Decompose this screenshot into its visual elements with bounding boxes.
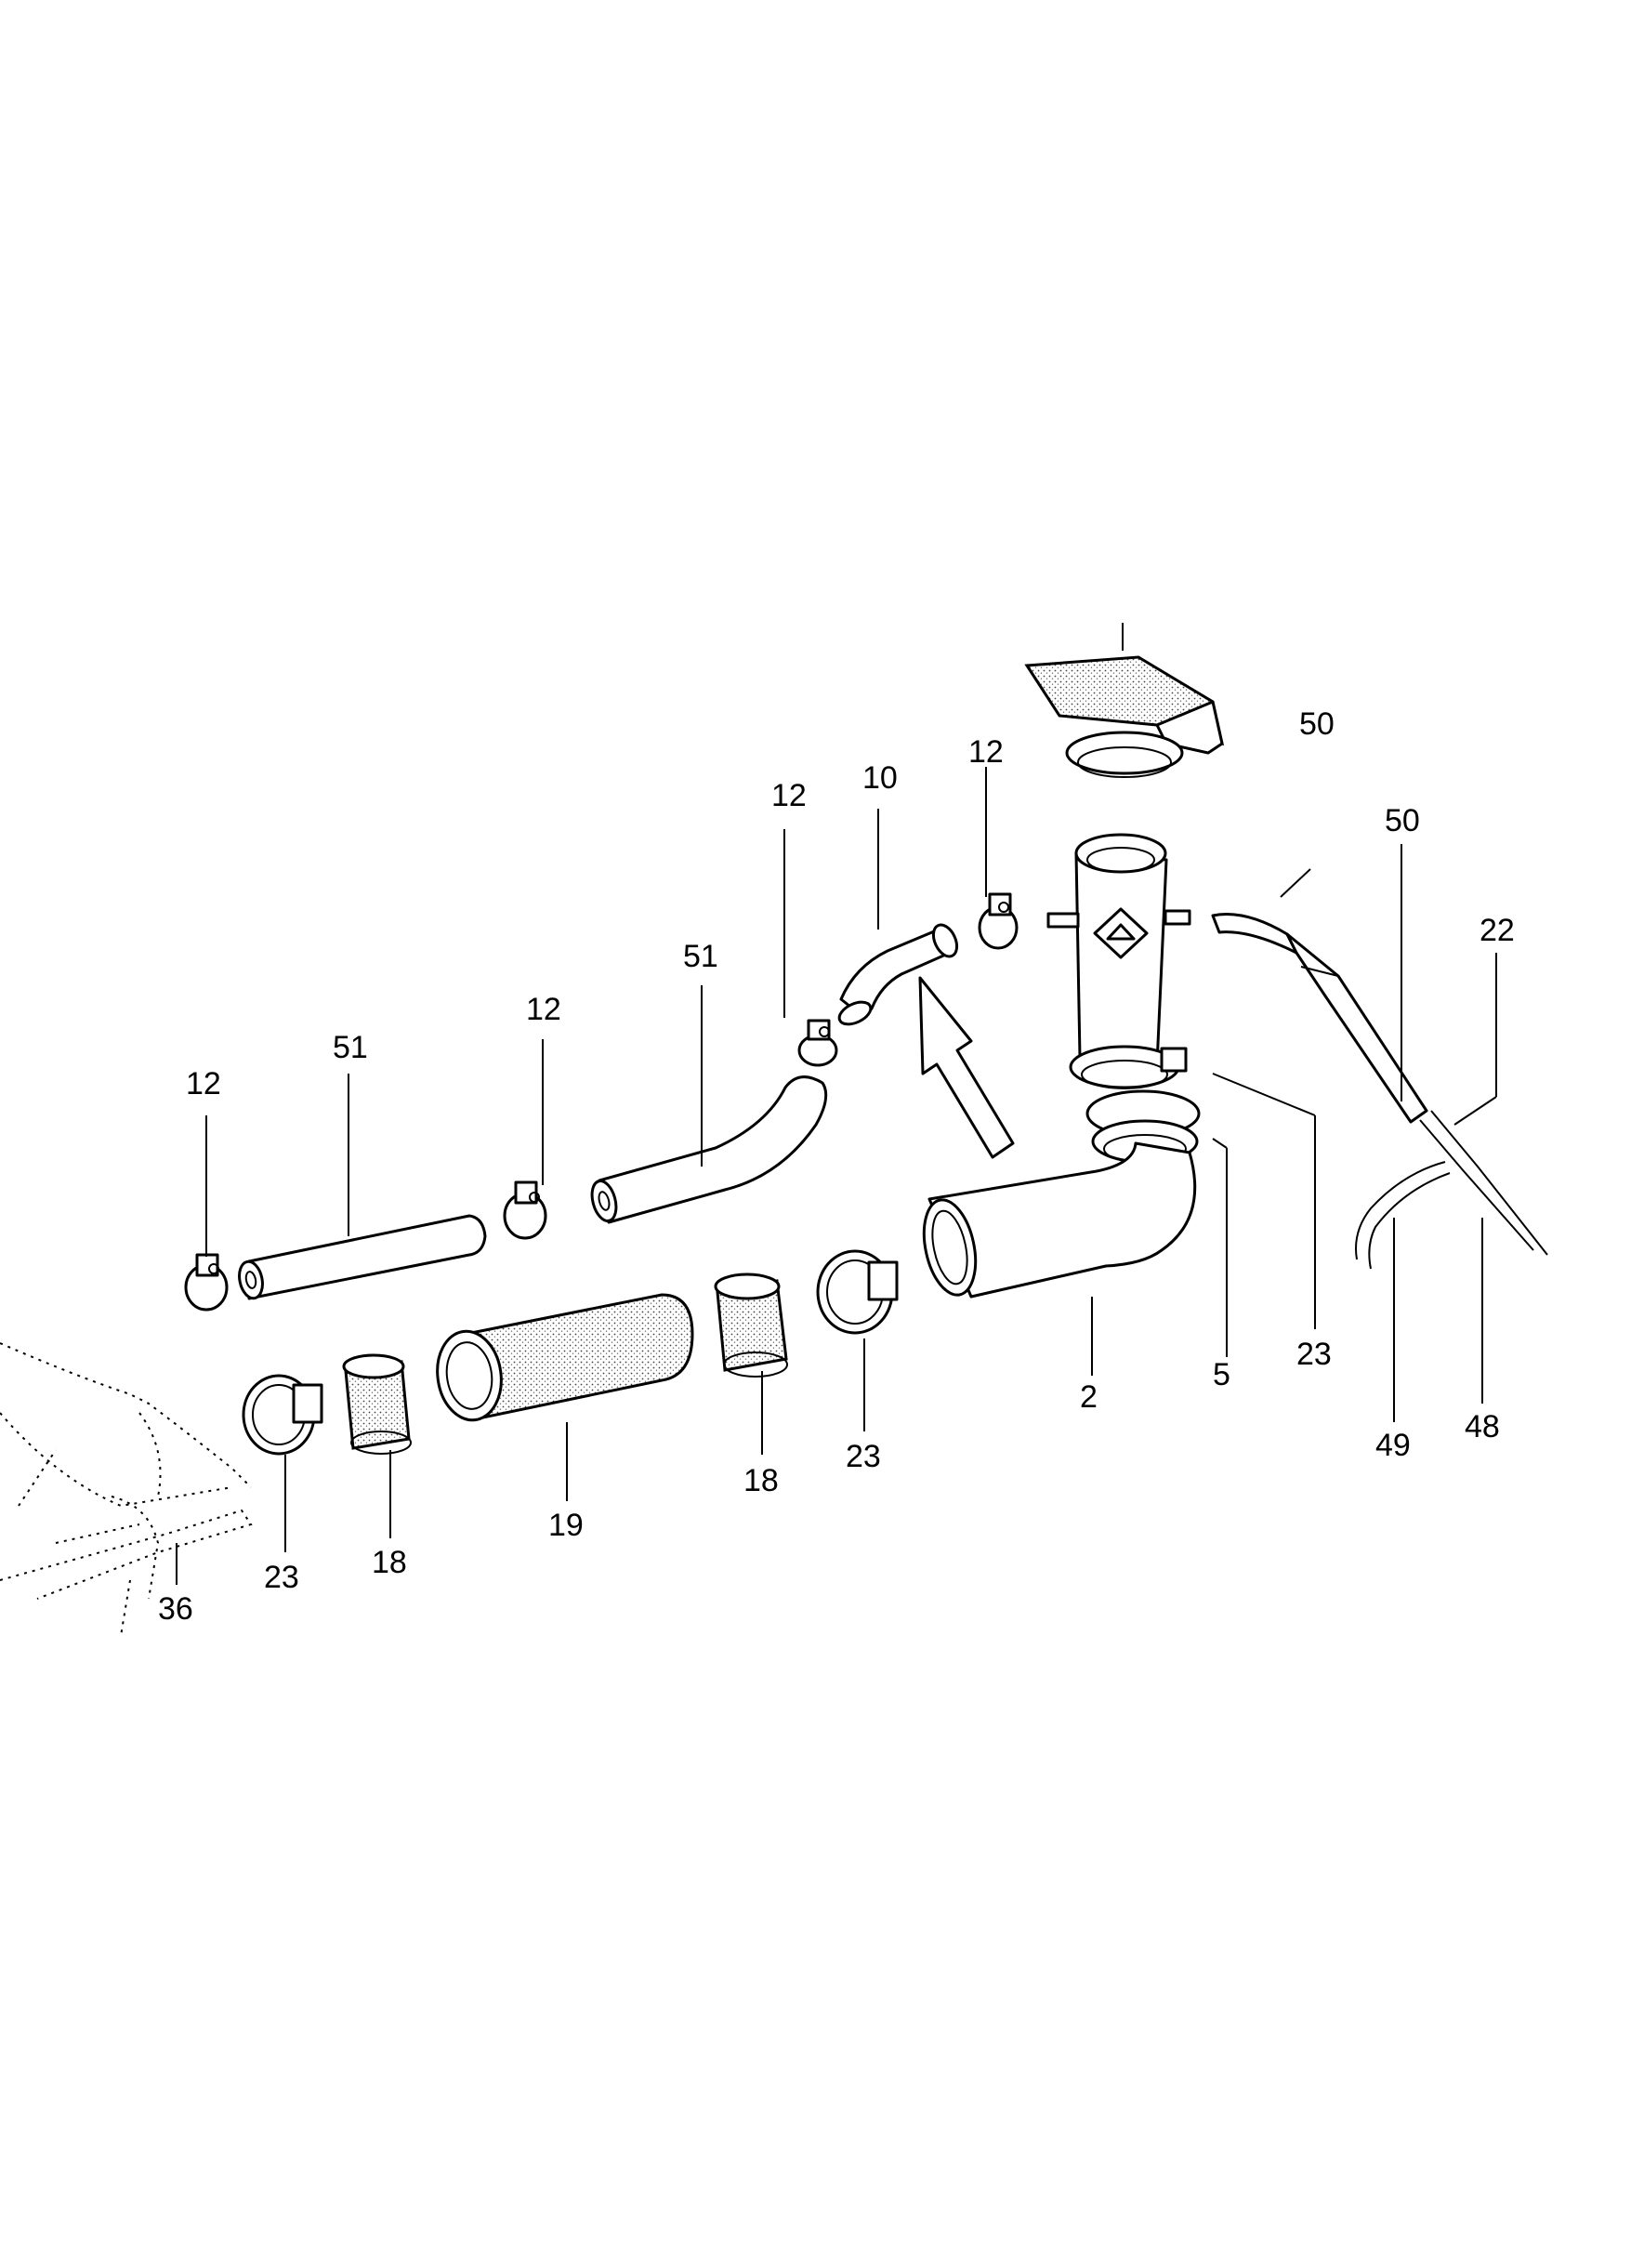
callout-12: 12 (526, 992, 561, 1027)
hose-clamps (242, 1249, 899, 1456)
callout-48: 48 (1465, 1409, 1500, 1444)
filler-cap (1024, 623, 1225, 778)
callout-50: 50 (1299, 706, 1335, 742)
callout-51: 51 (333, 1030, 368, 1065)
small-clamps (184, 892, 1019, 1312)
callout-2: 2 (1080, 1379, 1098, 1415)
sleeves (342, 1272, 788, 1455)
leader-lines (176, 767, 1483, 1585)
large-hose (436, 1293, 694, 1422)
callout-23: 23 (264, 1560, 299, 1595)
callout-36: 36 (158, 1591, 193, 1627)
filler-pipe (922, 1141, 1197, 1299)
breather-hoses (1211, 844, 1548, 1270)
vent-hoses (238, 923, 959, 1300)
callout-10: 10 (862, 760, 898, 796)
callout-50: 50 (1385, 803, 1420, 838)
callout-labels: 12 51 12 51 12 10 12 50 50 22 23 5 2 49 … (158, 706, 1515, 1627)
filler-neck (1046, 833, 1191, 1066)
callout-5: 5 (1213, 1357, 1230, 1392)
body-panel (0, 1342, 253, 1637)
callout-12: 12 (186, 1066, 221, 1101)
callout-12: 12 (771, 778, 807, 813)
callout-51: 51 (683, 939, 718, 974)
direction-arrow (918, 976, 1015, 1159)
callout-12: 12 (968, 734, 1004, 770)
callout-19: 19 (548, 1508, 584, 1543)
callout-49: 49 (1375, 1428, 1411, 1463)
callout-18: 18 (372, 1545, 407, 1580)
callout-22: 22 (1480, 913, 1515, 948)
neck-clamp-and-coupling (1069, 1045, 1201, 1164)
callout-18: 18 (743, 1463, 779, 1498)
callout-23: 23 (1296, 1337, 1332, 1372)
callout-23: 23 (846, 1439, 881, 1474)
